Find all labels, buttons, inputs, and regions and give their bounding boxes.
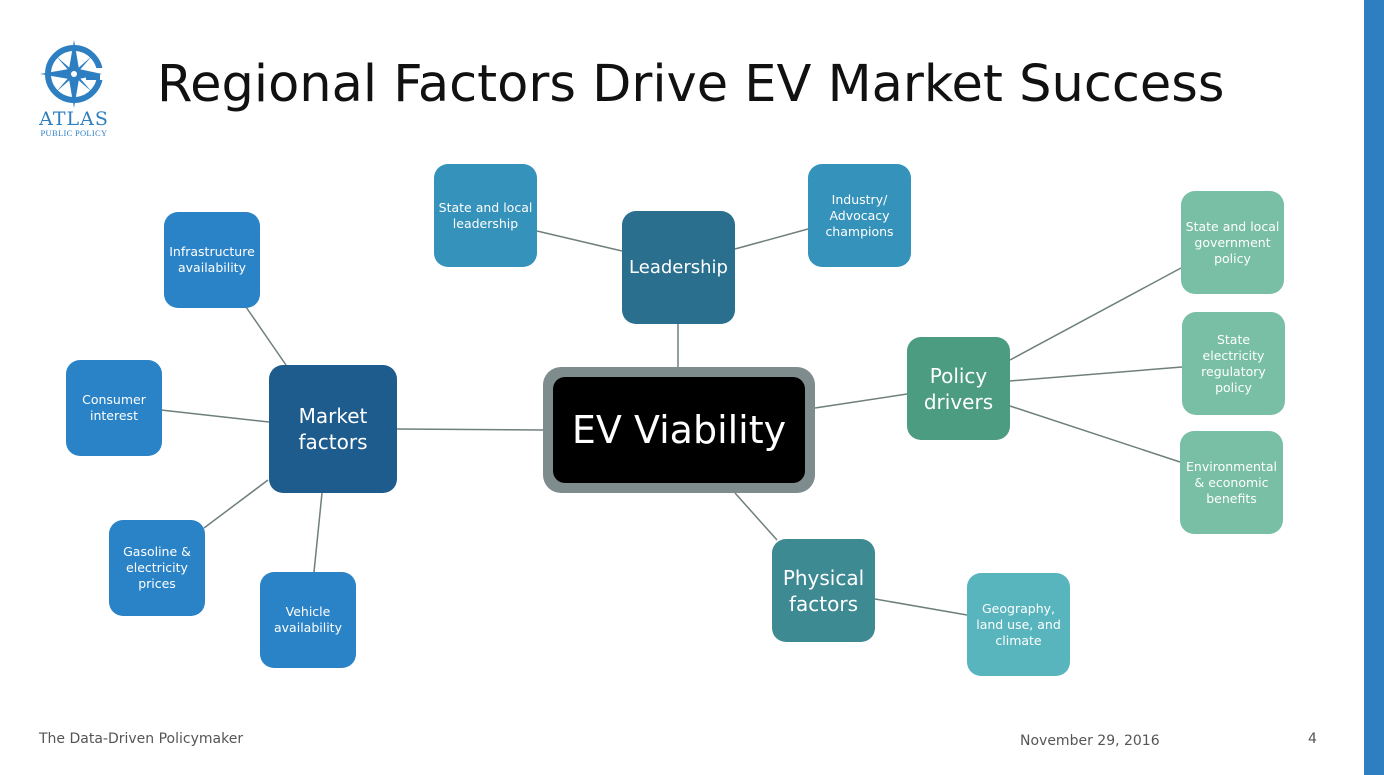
- node-geography-land-use-climate: Geography, land use, and climate: [967, 573, 1070, 676]
- logo-wordmark: ATLAS: [39, 108, 109, 130]
- footer-title: The Data-Driven Policymaker: [39, 731, 244, 747]
- slide-number: 4: [1308, 731, 1317, 747]
- node-state-electricity-regulatory-policy: State electricity regulatory policy: [1182, 312, 1285, 415]
- connector-policy-electricity: [1009, 366, 1183, 382]
- connector-policy-government: [1009, 267, 1182, 361]
- node-market-factors: Market factors: [269, 365, 397, 493]
- connector-policy-environmental: [1009, 405, 1181, 463]
- node-gasoline-electricity-prices: Gasoline & electricity prices: [109, 520, 205, 616]
- node-consumer-interest: Consumer interest: [66, 360, 162, 456]
- node-environmental-economic-benefits: Environmental & economic benefits: [1180, 431, 1283, 534]
- logo-subtitle: PUBLIC POLICY: [40, 128, 108, 138]
- connector-market-consumer: [160, 409, 270, 423]
- node-state-local-leadership: State and local leadership: [434, 164, 537, 267]
- node-leadership: Leadership: [622, 211, 735, 324]
- connector-market-center: [396, 428, 544, 431]
- connector-market-gasoline: [203, 479, 269, 529]
- connector-physical-center: [734, 492, 778, 541]
- node-physical-factors: Physical factors: [772, 539, 875, 642]
- accent-bar: [1364, 0, 1384, 775]
- connector-physical-geography: [874, 598, 968, 616]
- compass-logo-icon: [40, 40, 106, 108]
- footer-date: November 29, 2016: [1020, 733, 1160, 749]
- connector-leadership-state: [536, 230, 623, 252]
- connector-leadership-industry: [734, 228, 809, 250]
- connector-market-infrastructure: [245, 306, 287, 366]
- connector-market-vehicle: [313, 492, 323, 573]
- atlas-logo: ATLAS PUBLIC POLICY: [34, 38, 114, 142]
- slide-title: Regional Factors Drive EV Market Success: [157, 55, 1225, 114]
- node-state-local-government-policy: State and local government policy: [1181, 191, 1284, 294]
- node-policy-drivers: Policy drivers: [907, 337, 1010, 440]
- node-infrastructure-availability: Infrastructure availability: [164, 212, 260, 308]
- node-industry-advocacy-champions: Industry/ Advocacy champions: [808, 164, 911, 267]
- node-vehicle-availability: Vehicle availability: [260, 572, 356, 668]
- center-node-ev-viability: EV Viability: [553, 377, 805, 483]
- connector-policy-center: [814, 393, 908, 409]
